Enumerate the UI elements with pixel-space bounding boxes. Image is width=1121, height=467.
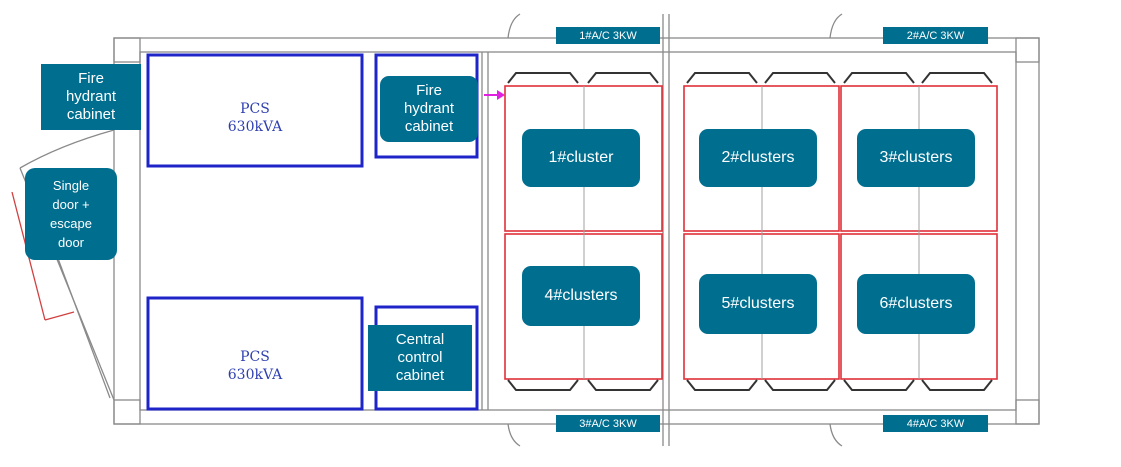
rack-foot: [843, 72, 915, 84]
cluster-1-label: 1#cluster: [522, 129, 640, 187]
ac-unit-3-label: 3#A/C 3KW: [556, 415, 660, 432]
rack-foot: [843, 379, 915, 391]
ac-unit-4-label: 4#A/C 3KW: [883, 415, 988, 432]
container-inner-wall: [139, 51, 1017, 411]
ac-arc: [829, 423, 843, 447]
ac-arc: [507, 13, 521, 39]
cluster-3-label: 3#clusters: [857, 129, 975, 187]
cluster-2-label: 2#clusters: [699, 129, 817, 187]
corner-post: [113, 399, 141, 425]
ac-arc: [507, 423, 521, 447]
rack-foot: [587, 72, 659, 84]
cluster-4-label: 4#clusters: [522, 266, 640, 326]
door-swing-arc: [19, 129, 115, 169]
arrow-right-icon: [484, 90, 505, 100]
cluster-5-label: 5#clusters: [699, 274, 817, 334]
rack-foot: [507, 379, 579, 391]
corner-post: [1015, 399, 1040, 425]
pcs-cabinet-top: [146, 53, 364, 168]
rack-foot: [764, 72, 836, 84]
escape-door-leaf: [44, 311, 75, 321]
corner-post: [113, 37, 141, 63]
central-control-cabinet-label: Central control cabinet: [368, 325, 472, 391]
pcs-cabinet-bottom: [146, 296, 364, 411]
rack-foot: [686, 379, 758, 391]
rack-foot: [686, 72, 758, 84]
ac-unit-2-label: 2#A/C 3KW: [883, 27, 988, 44]
rack-foot: [587, 379, 659, 391]
cluster-6-label: 6#clusters: [857, 274, 975, 334]
rack-foot: [921, 72, 993, 84]
rack-foot: [921, 379, 993, 391]
rack-foot: [507, 72, 579, 84]
fire-hydrant-cabinet-label-left: Fire hydrant cabinet: [41, 64, 141, 130]
fire-hydrant-cabinet-label-inner: Fire hydrant cabinet: [380, 76, 478, 142]
ac-arc: [829, 13, 843, 39]
door-label: Single door + escape door: [25, 168, 117, 260]
corner-post: [1015, 37, 1040, 63]
rack-foot: [764, 379, 836, 391]
ac-unit-1-label: 1#A/C 3KW: [556, 27, 660, 44]
